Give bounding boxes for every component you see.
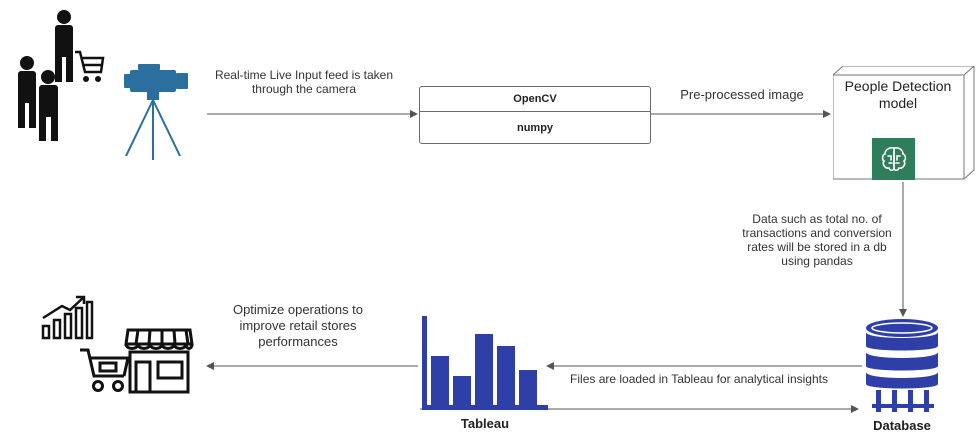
bar-chart-icon [422, 316, 548, 410]
brain-circuit-glyph [881, 147, 906, 172]
brain-circuit-icon [872, 138, 915, 180]
storefront-icon [124, 328, 194, 394]
people-with-cart-icon [18, 10, 105, 141]
tableau-caption: Files are loaded in Tableau for analytic… [570, 372, 828, 386]
database-label: Database [873, 418, 931, 432]
camera-tripod-icon [124, 64, 188, 160]
opencv-label: OpenCV [420, 87, 650, 112]
opencv-numpy-box: OpenCV numpy [419, 86, 651, 144]
people-detection-model-card: People Detection model [833, 66, 976, 180]
input-caption: Real-time Live Input feed is taken throu… [214, 68, 394, 96]
storage-caption: Data such as total no. of transactions a… [742, 212, 892, 268]
preprocessed-label: Pre-processed image [680, 87, 804, 102]
database-icon [866, 319, 938, 412]
model-title: People Detection model [844, 78, 952, 111]
tableau-label: Tableau [460, 416, 510, 431]
growth-chart-icon [41, 295, 94, 340]
optimize-caption: Optimize operations to improve retail st… [232, 302, 364, 349]
numpy-label: numpy [516, 121, 554, 134]
model-card-shape [833, 66, 975, 180]
shopping-cart-icon [80, 348, 130, 392]
